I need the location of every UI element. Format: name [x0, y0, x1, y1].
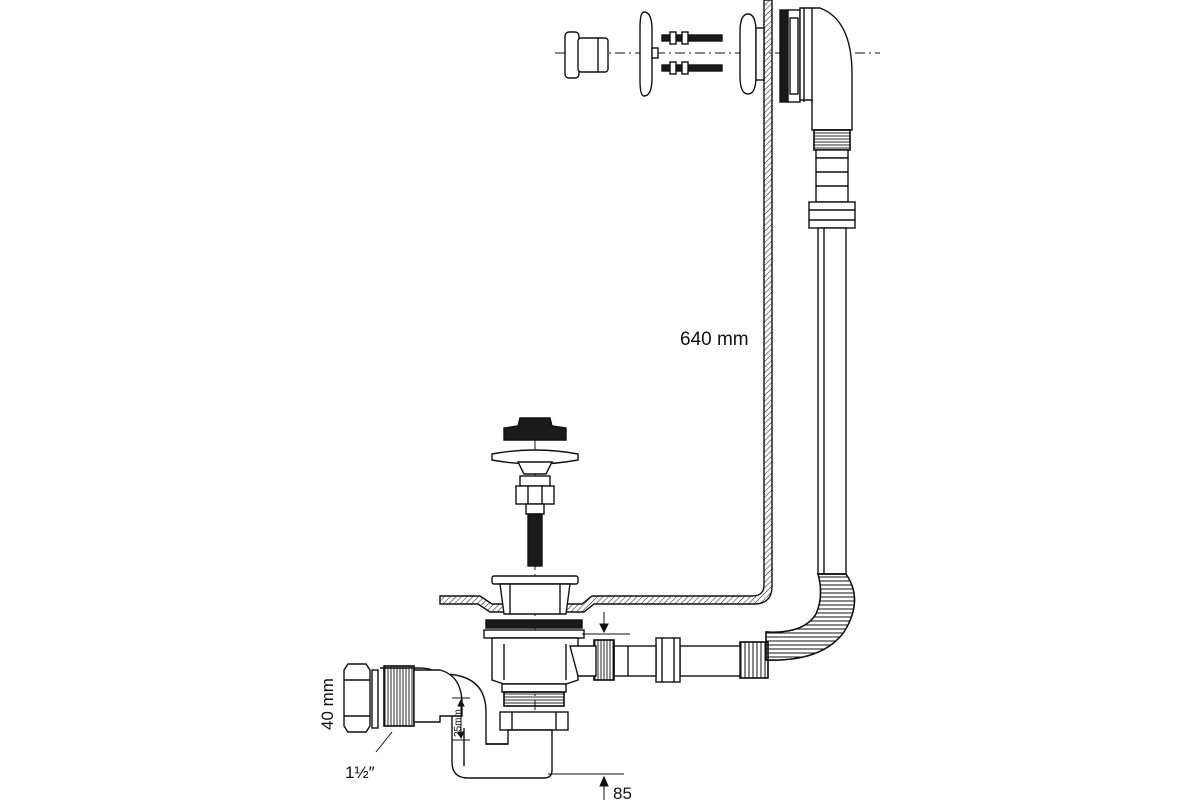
overflow-inner-flange — [739, 13, 757, 95]
drain-nut — [499, 711, 569, 731]
thread-size-label: 1½″ — [345, 763, 375, 782]
overflow-elbow — [799, 7, 853, 131]
overflow-nut — [808, 201, 856, 229]
overflow-pipe — [808, 157, 856, 575]
plug-cap — [503, 417, 567, 441]
trap-outlet-nut — [343, 663, 371, 733]
connector-nut — [655, 637, 681, 683]
bathtub-wall — [439, 0, 773, 613]
water-seal-label: 25mm — [453, 709, 464, 737]
trap — [343, 663, 553, 779]
height-label: 85 — [613, 784, 632, 800]
overflow-gasket — [779, 9, 789, 103]
plug-rod — [527, 513, 543, 567]
plug-disc — [491, 449, 579, 465]
trap-thread — [383, 665, 415, 727]
overflow-cap — [564, 31, 580, 79]
dimension-marks — [375, 612, 630, 800]
overflow-length-label: 640 mm — [680, 329, 749, 350]
drain-body — [491, 637, 597, 731]
horizontal-connector — [593, 637, 741, 683]
overflow-cap-body — [577, 37, 609, 73]
overflow-screws — [661, 31, 723, 75]
trap-gasket — [371, 669, 379, 729]
overflow-assembly — [564, 7, 853, 159]
flexible-hose — [739, 573, 856, 679]
popup-plug — [491, 417, 579, 567]
overflow-cover-plate — [639, 11, 653, 97]
pipe-diameter-label: 40 mm — [318, 678, 337, 730]
drain-flange — [483, 575, 585, 639]
